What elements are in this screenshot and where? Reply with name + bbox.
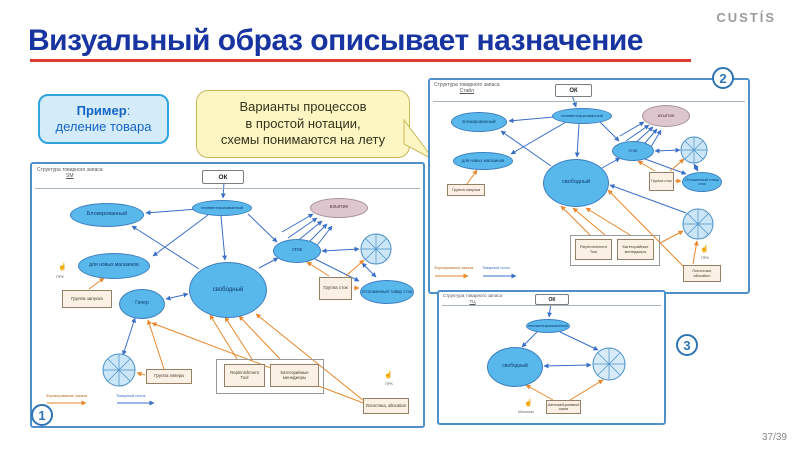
- title-underline: [30, 59, 691, 62]
- window-subtitle: Стайл: [459, 88, 474, 95]
- node-uninventoried: неинвентаризованный: [526, 319, 570, 333]
- node-deferred-stock: Отложенный товар сток: [682, 172, 722, 192]
- window-title: Структура товарного запаса SM: [37, 167, 103, 180]
- prk-label: ПРК: [56, 274, 64, 279]
- diagram-3-arrows: [521, 302, 626, 401]
- prk-label: ПРК: [701, 255, 709, 260]
- window-subtitle: SM: [66, 173, 74, 180]
- node-withdrawal: изъятие: [310, 198, 368, 218]
- node-for-new-stores: для новых магазинов: [453, 152, 513, 170]
- node-blocked: Блокированный: [451, 112, 507, 132]
- node-for-new-stores: для новых магазинов: [78, 253, 150, 279]
- box-stock-group: Группа сток: [649, 172, 674, 191]
- hand-icon: ☝: [58, 264, 67, 271]
- stores-pie-icon: [592, 347, 626, 381]
- node-free: свободный: [543, 159, 609, 207]
- bubble-line3: схемы понимаются на лету: [220, 132, 386, 148]
- example-colon: :: [126, 102, 131, 118]
- ok-button: ОК: [555, 84, 592, 97]
- diagram-1-screenshot: Структура товарного запаса SM ОК Блокиро…: [30, 162, 425, 428]
- box-stock-group: Группа сток: [319, 277, 352, 300]
- legend-flow-label: Товарный поток: [116, 393, 146, 398]
- legend-order-label: Формирование заказа: [434, 266, 474, 270]
- box-hyper-group: Группа гипера: [146, 369, 192, 384]
- box-launch-group: Группа запуска: [447, 184, 485, 196]
- box-category-managers: Категорийные менеджеры: [617, 239, 654, 260]
- window-title: Структура товарного запаса ТЦ: [443, 293, 502, 304]
- tools-group-frame: [216, 359, 324, 394]
- box-auto-order: Автозабираемый заказ: [546, 400, 581, 414]
- box-logistics: Логистика, allocation: [363, 398, 409, 414]
- window-title-text: Структура товарного запаса: [443, 293, 502, 298]
- node-uninventoried: неинвентаризованный: [192, 200, 252, 216]
- bubble-line2: в простой нотации,: [245, 115, 361, 131]
- node-withdrawal: изъятие: [642, 105, 690, 127]
- hand-icon: ☝: [384, 372, 393, 379]
- box-category-managers: Категорийные менеджеры: [270, 364, 319, 387]
- bubble-line1: Варианты процессов: [239, 98, 367, 114]
- node-free: свободный: [487, 347, 543, 387]
- diagram-2-screenshot: Структура товарного запаса Стайл ОК Блок…: [428, 78, 750, 294]
- diagram-2-arrows: [435, 94, 714, 279]
- node-blocked: Блокированный: [70, 203, 144, 227]
- badge-1: 1: [31, 404, 53, 426]
- example-callout: Пример: деление товара: [38, 94, 169, 144]
- page-number: 37/39: [761, 432, 787, 443]
- badge-3: 3: [676, 334, 698, 356]
- node-stock: сток: [612, 141, 654, 161]
- box-launch-group: Группа запуска: [62, 290, 112, 308]
- window-title: Структура товарного запаса Стайл: [434, 82, 500, 95]
- node-free: свободный: [189, 262, 267, 318]
- speech-bubble: Варианты процессов в простой нотации, сх…: [196, 90, 410, 158]
- window-title-text: Структура товарного запаса: [434, 82, 500, 88]
- hand-icon: ☝: [524, 400, 533, 407]
- window-separator: [433, 101, 745, 102]
- prk-label: ПРК: [385, 381, 393, 386]
- node-stock: сток: [273, 239, 321, 263]
- window-subtitle: ТЦ: [469, 298, 476, 304]
- node-uninventoried: неинвентаризованный: [552, 108, 612, 124]
- ok-button: ОК: [202, 170, 244, 184]
- window-separator: [442, 305, 661, 306]
- example-callout-line1: Пример:: [77, 103, 131, 119]
- custis-logo: CUSTÍS: [716, 10, 776, 25]
- stores-pie-icon: [102, 233, 392, 387]
- hand-icon: ☝: [700, 246, 709, 253]
- diagram-3-screenshot: Структура товарного запаса ТЦ ОК неинвен…: [437, 290, 666, 425]
- badge-2: 2: [712, 67, 734, 89]
- ok-button: ОК: [535, 294, 569, 305]
- window-title-text: Структура товарного запаса: [37, 167, 103, 173]
- window-separator: [35, 188, 420, 189]
- legend-flow-label: Товарный поток: [482, 266, 510, 270]
- node-hyper: Гипер: [119, 289, 165, 319]
- tools-group-frame: [570, 235, 660, 266]
- diagram-1-arrows: [47, 181, 392, 406]
- stores-pie-icon: [680, 136, 714, 240]
- example-subtitle: деление товара: [55, 119, 152, 134]
- legend-order-label: Формирование заказа: [46, 393, 88, 398]
- node-deferred-stock: Отложенный товар сток: [360, 280, 414, 304]
- box-replenishment-tool: Replenishment Tool: [224, 364, 265, 387]
- stores-label: Магазины: [518, 410, 535, 414]
- example-title: Пример: [76, 102, 127, 118]
- page-title: Визуальный образ описывает назначение: [28, 24, 643, 57]
- box-replenishment-tool: Replenishment Tool: [575, 239, 612, 260]
- box-logistics: Логистика, allocation: [683, 265, 721, 282]
- speech-bubble-tail: [403, 118, 435, 161]
